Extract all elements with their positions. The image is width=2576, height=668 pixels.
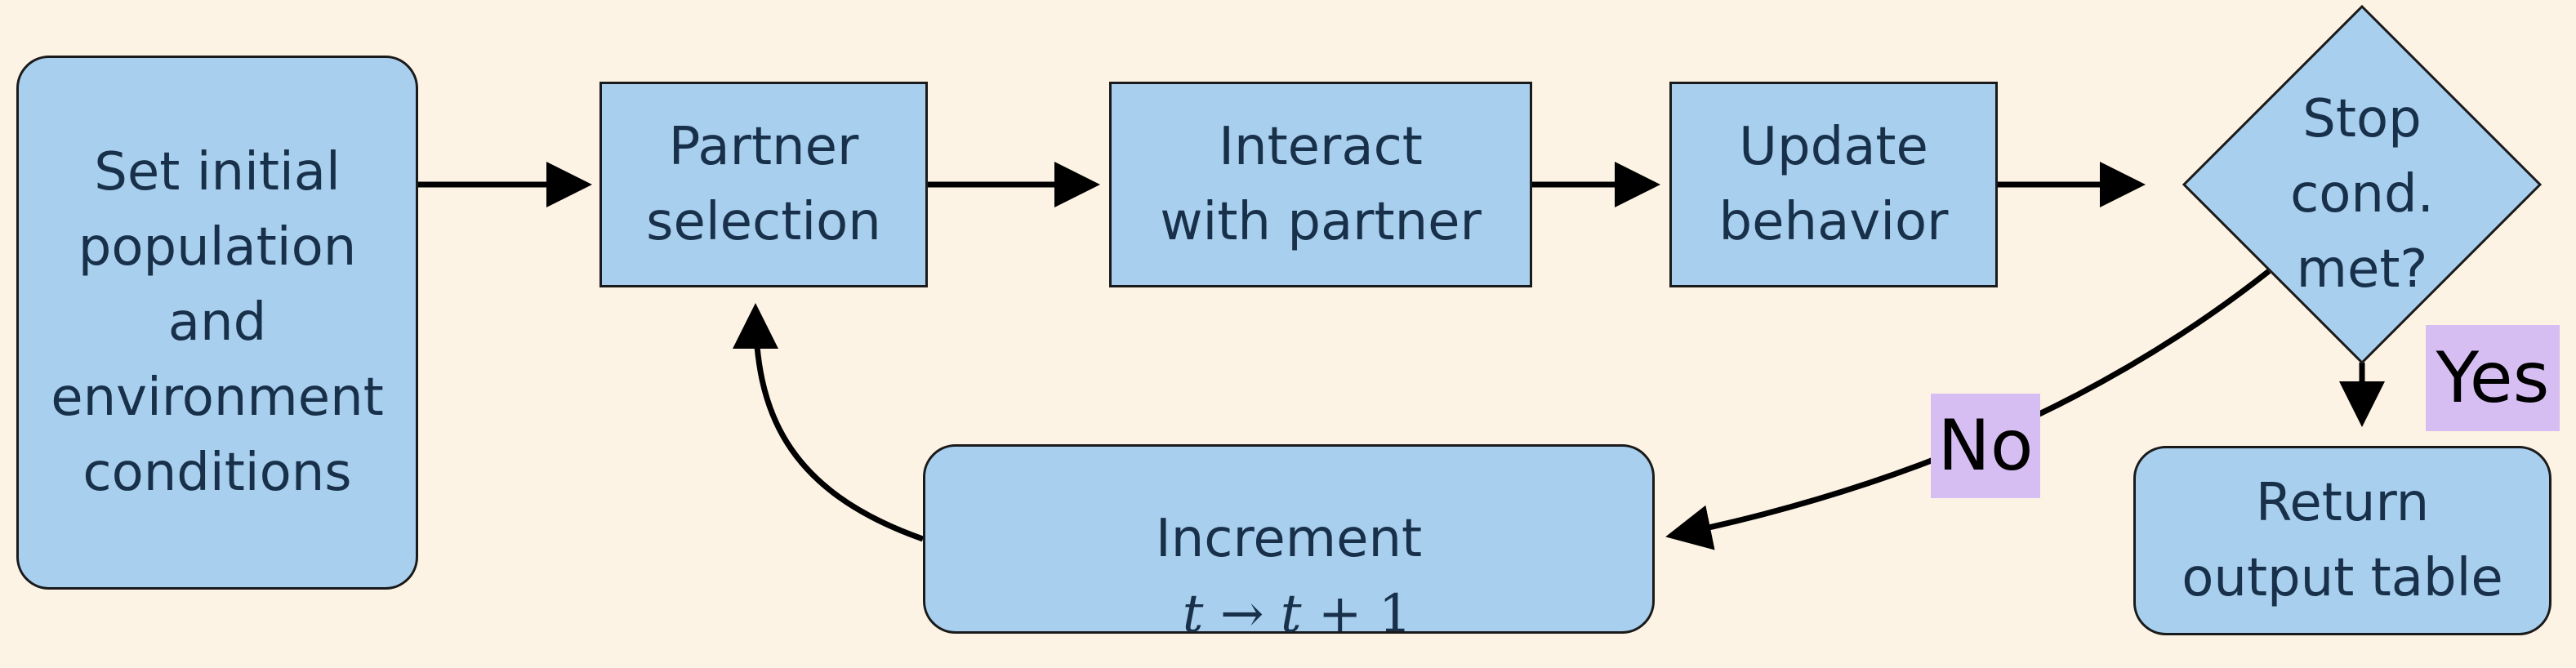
increment-math: t → t + 1 — [1182, 584, 1412, 644]
update-behavior-node: Update behavior — [1669, 82, 1998, 287]
interact-label: Interact with partner — [1160, 117, 1482, 252]
partner-selection-label: Partner selection — [646, 117, 881, 252]
yes-label: Yes — [2426, 325, 2560, 431]
return-output-label: Return output table — [2182, 473, 2503, 608]
increment-label: Increment t → t + 1 — [1155, 509, 1423, 644]
interact-node: Interact with partner — [1109, 82, 1532, 287]
stop-condition-label: Stop cond. met? — [2290, 89, 2434, 300]
init-node: Set initial population and environment c… — [16, 56, 418, 590]
partner-selection-node: Partner selection — [599, 82, 928, 287]
update-behavior-label: Update behavior — [1718, 117, 1949, 252]
no-label: No — [1931, 394, 2040, 498]
increment-node: Increment t → t + 1 — [923, 444, 1655, 644]
arrow-increment-to-partner — [733, 303, 925, 542]
init-label: Set initial population and environment c… — [51, 142, 384, 503]
return-output-node: Return output table — [2133, 446, 2551, 635]
stop-condition-diamond — [2182, 4, 2543, 365]
